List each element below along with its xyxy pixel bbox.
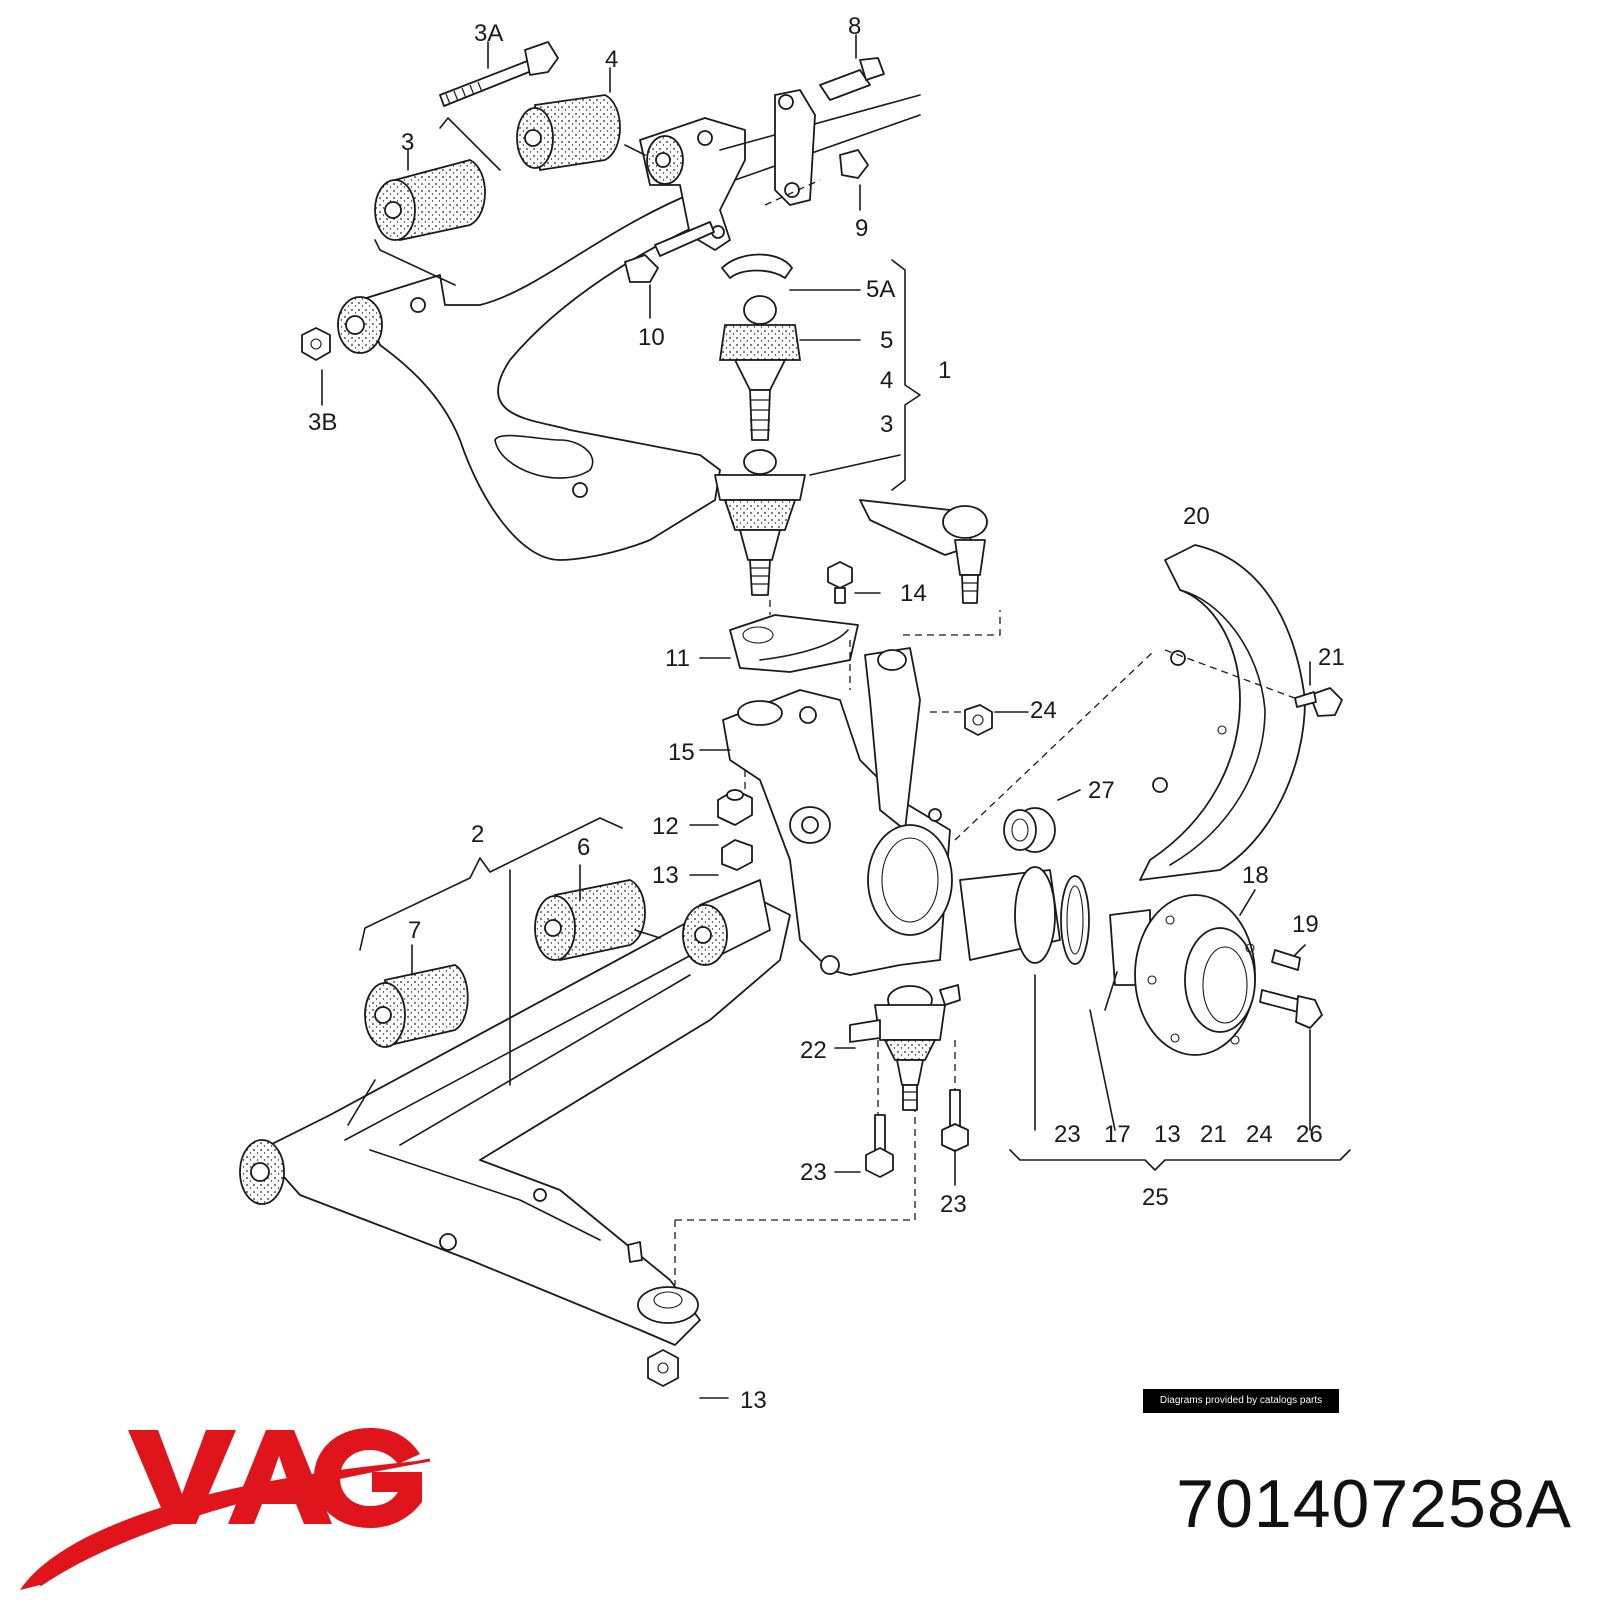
callout-3-top: 3 bbox=[401, 129, 414, 156]
callout-15: 15 bbox=[668, 739, 695, 766]
callout-23-group: 23 bbox=[1054, 1121, 1081, 1148]
callout-17: 17 bbox=[1104, 1121, 1131, 1148]
wheel-hub bbox=[1109, 894, 1256, 1056]
callout-23-right: 23 bbox=[940, 1191, 967, 1218]
callout-13-bottom: 13 bbox=[740, 1387, 767, 1414]
brake-shield bbox=[1139, 544, 1306, 881]
nut-24 bbox=[964, 704, 993, 736]
upper-control-arm bbox=[337, 189, 721, 561]
nut-3B bbox=[301, 327, 331, 361]
callout-4-mid: 4 bbox=[880, 367, 893, 394]
bushing-lower-arm-front bbox=[682, 879, 771, 966]
bushing-7 bbox=[364, 964, 469, 1048]
callout-10: 10 bbox=[638, 324, 665, 351]
callout-18: 18 bbox=[1242, 862, 1269, 889]
callout-21-group: 21 bbox=[1200, 1121, 1227, 1148]
bolt-3A bbox=[439, 41, 559, 107]
wheel-bearing bbox=[959, 866, 1090, 965]
callout-14: 14 bbox=[900, 580, 927, 607]
callout-20: 20 bbox=[1183, 503, 1210, 530]
nut-12 bbox=[717, 789, 753, 826]
bolt-26 bbox=[1259, 989, 1323, 1029]
tie-rod-end bbox=[859, 499, 988, 604]
callout-13-knuckle: 13 bbox=[652, 862, 679, 889]
ball-joint-upper bbox=[718, 253, 802, 441]
link-bracket bbox=[774, 57, 885, 206]
leader-lines bbox=[321, 34, 1351, 1399]
nut-13-knuckle bbox=[721, 839, 753, 871]
callout-1: 1 bbox=[938, 357, 951, 384]
ring-27 bbox=[1003, 807, 1056, 853]
callout-6: 6 bbox=[577, 834, 590, 861]
lower-control-arm bbox=[239, 899, 791, 1346]
callout-19: 19 bbox=[1292, 911, 1319, 938]
nut-13-bottom bbox=[647, 1349, 679, 1387]
callout-labels: 3A 4 8 3 9 5A 10 5 1 4 3B 3 20 14 11 21 … bbox=[308, 13, 1345, 1414]
callout-27: 27 bbox=[1088, 777, 1115, 804]
callout-12: 12 bbox=[652, 813, 679, 840]
plate-11 bbox=[729, 614, 859, 673]
vag-logo bbox=[20, 1428, 431, 1590]
callout-21-top: 21 bbox=[1318, 644, 1345, 671]
bushing-4-top bbox=[516, 94, 621, 172]
callout-9: 9 bbox=[855, 215, 868, 242]
callout-13-group: 13 bbox=[1154, 1121, 1181, 1148]
callout-5A: 5A bbox=[866, 276, 895, 303]
callout-3B: 3B bbox=[308, 409, 337, 436]
callout-11: 11 bbox=[665, 645, 690, 672]
bushing-6 bbox=[534, 879, 646, 962]
bolt-21 bbox=[1294, 687, 1343, 717]
callout-3-mid: 3 bbox=[880, 411, 893, 438]
callout-3A: 3A bbox=[474, 20, 503, 47]
ball-joint-mid bbox=[714, 449, 806, 596]
diagram-credit: Diagrams provided by catalogs parts bbox=[1143, 1389, 1339, 1413]
callout-22: 22 bbox=[800, 1037, 827, 1064]
steering-knuckle bbox=[722, 647, 953, 976]
bolt-23-right bbox=[941, 1089, 969, 1152]
callout-24-top: 24 bbox=[1030, 697, 1057, 724]
upper-bracket bbox=[639, 94, 921, 251]
callout-2: 2 bbox=[471, 821, 484, 848]
bushing-3-top bbox=[374, 159, 486, 242]
callout-26: 26 bbox=[1296, 1121, 1323, 1148]
callout-7: 7 bbox=[408, 917, 421, 944]
callout-5: 5 bbox=[880, 327, 893, 354]
pin-19 bbox=[1271, 949, 1301, 971]
bolt-14 bbox=[827, 561, 853, 604]
callout-23-left: 23 bbox=[800, 1159, 827, 1186]
callout-8: 8 bbox=[848, 13, 861, 40]
bolt-23-left bbox=[865, 1114, 894, 1178]
callout-4-top: 4 bbox=[605, 46, 618, 73]
part-number: 701407258A bbox=[1176, 1466, 1572, 1542]
bolt-10 bbox=[624, 221, 715, 283]
callout-25: 25 bbox=[1142, 1184, 1169, 1211]
callout-24-group: 24 bbox=[1246, 1121, 1273, 1148]
ball-joint-lower bbox=[849, 984, 961, 1111]
